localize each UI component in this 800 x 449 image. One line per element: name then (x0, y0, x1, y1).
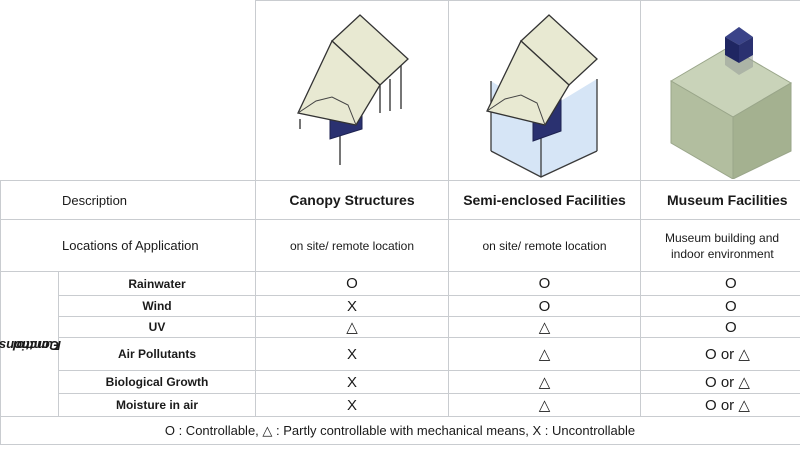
grid-line-row5 (58, 393, 800, 394)
legend: O : Controllable, △ : Partly controllabl… (164, 423, 636, 438)
location-museum-line2: indoor environment (671, 246, 774, 261)
grid-line-header (0, 180, 800, 181)
grid-line-loc (0, 271, 800, 272)
grid-vline-col1 (255, 0, 256, 417)
cell-biological-growth-canopy: X (346, 373, 357, 391)
description-label: Description (62, 192, 128, 208)
row-label-wind: Wind (142, 299, 172, 313)
row-label-uv: UV (148, 320, 166, 334)
cell-air-pollutants-museum: O or △ (705, 346, 750, 363)
grid-vline-col3 (640, 0, 641, 417)
row-label-air-pollutants: Air Pollutants (117, 347, 196, 361)
grid-line-top-image (255, 0, 800, 1)
cell-rainwater-museum: O (725, 275, 737, 292)
semi-enclosed-illustration (486, 14, 598, 178)
museum-illustration (670, 27, 792, 179)
location-museum-line1: Museum building and (665, 230, 780, 245)
grid-vline-col2 (448, 0, 449, 417)
grid-line-bottom (0, 416, 800, 417)
cell-air-pollutants-canopy: X (346, 345, 357, 363)
cell-moisture-canopy: X (346, 396, 357, 414)
cell-air-pollutants-semi: △ (538, 346, 551, 363)
grid-line-row1 (58, 295, 800, 296)
location-canopy: on site/ remote location (289, 238, 415, 253)
cell-rainwater-semi: O (538, 275, 551, 292)
location-museum: Museum building and indoor environment (641, 220, 800, 271)
column-title-museum: Museum Facilities (641, 181, 800, 219)
grid-vline-group (58, 271, 59, 417)
column-title-museum-text: Museum Facilities (667, 192, 788, 208)
grid-line-desc (0, 219, 800, 220)
cell-wind-semi: O (538, 297, 551, 315)
cell-uv-semi: △ (538, 319, 551, 336)
cell-uv-museum: O (725, 318, 737, 336)
functions-of-control-label: Functions ofControl (0, 272, 61, 418)
cell-uv-canopy: △ (346, 319, 358, 336)
cell-wind-canopy: X (346, 297, 357, 315)
row-label-moisture-in-air: Moisture in air (115, 398, 198, 412)
canopy-illustration (297, 14, 409, 165)
locations-label: Locations of Application (62, 237, 199, 253)
grid-line-row2 (58, 316, 800, 317)
location-semi-enclosed: on site/ remote location (482, 238, 607, 253)
grid-line-legend (0, 444, 800, 445)
row-label-biological-growth: Biological Growth (105, 375, 209, 389)
column-title-semi-enclosed: Semi-enclosed Facilities (463, 192, 626, 208)
column-title-canopy: Canopy Structures (289, 192, 415, 208)
row-label-rainwater: Rainwater (128, 276, 186, 291)
cell-moisture-semi: △ (538, 397, 551, 414)
cell-biological-growth-semi: △ (538, 374, 551, 391)
cell-biological-growth-museum: O or △ (705, 374, 750, 391)
cell-wind-museum: O (725, 297, 737, 315)
grid-line-row3 (58, 337, 800, 338)
grid-line-row4 (58, 370, 800, 371)
cell-moisture-museum: O or △ (705, 397, 750, 414)
cell-rainwater-canopy: O (346, 275, 358, 292)
grid-vline-left (0, 180, 1, 445)
